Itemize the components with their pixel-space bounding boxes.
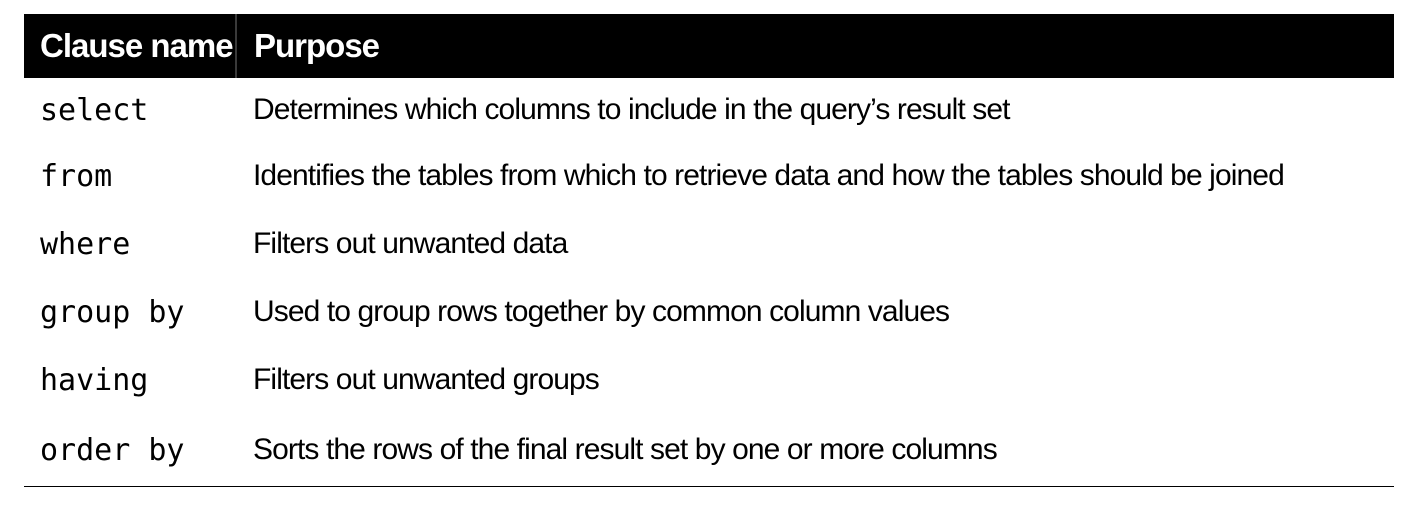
header-purpose: Purpose [235, 14, 1394, 78]
purpose-cell: Filters out unwanted groups [253, 363, 600, 396]
table-row: order by Sorts the rows of the final res… [24, 414, 1394, 486]
purpose-cell: Filters out unwanted data [253, 227, 568, 260]
clause-cell: order by [40, 432, 185, 468]
purpose-cell: Determines which columns to include in t… [253, 93, 1011, 126]
table-body: select Determines which columns to inclu… [24, 78, 1394, 486]
table-row: select Determines which columns to inclu… [24, 78, 1394, 142]
clause-cell: from [40, 158, 113, 194]
clause-cell: select [40, 92, 149, 128]
table-header: Clause name Purpose [24, 14, 1394, 78]
table-row: where Filters out unwanted data [24, 210, 1394, 278]
table-row: from Identifies the tables from which to… [24, 142, 1394, 210]
clauses-table: Clause name Purpose select Determines wh… [24, 14, 1394, 486]
purpose-cell: Identifies the tables from which to retr… [253, 159, 1285, 192]
purpose-cell: Used to group rows together by common co… [253, 295, 950, 328]
clause-cell: having [40, 362, 149, 398]
header-row: Clause name Purpose [24, 14, 1394, 78]
purpose-cell: Sorts the rows of the final result set b… [253, 433, 998, 466]
query-clauses-table: Clause name Purpose select Determines wh… [24, 14, 1394, 487]
table-row: group by Used to group rows together by … [24, 278, 1394, 346]
clause-cell: where [40, 226, 131, 262]
header-clause-name: Clause name [24, 14, 236, 78]
table-bottom-rule [24, 486, 1394, 487]
clause-cell: group by [40, 294, 185, 330]
table-row: having Filters out unwanted groups [24, 346, 1394, 414]
